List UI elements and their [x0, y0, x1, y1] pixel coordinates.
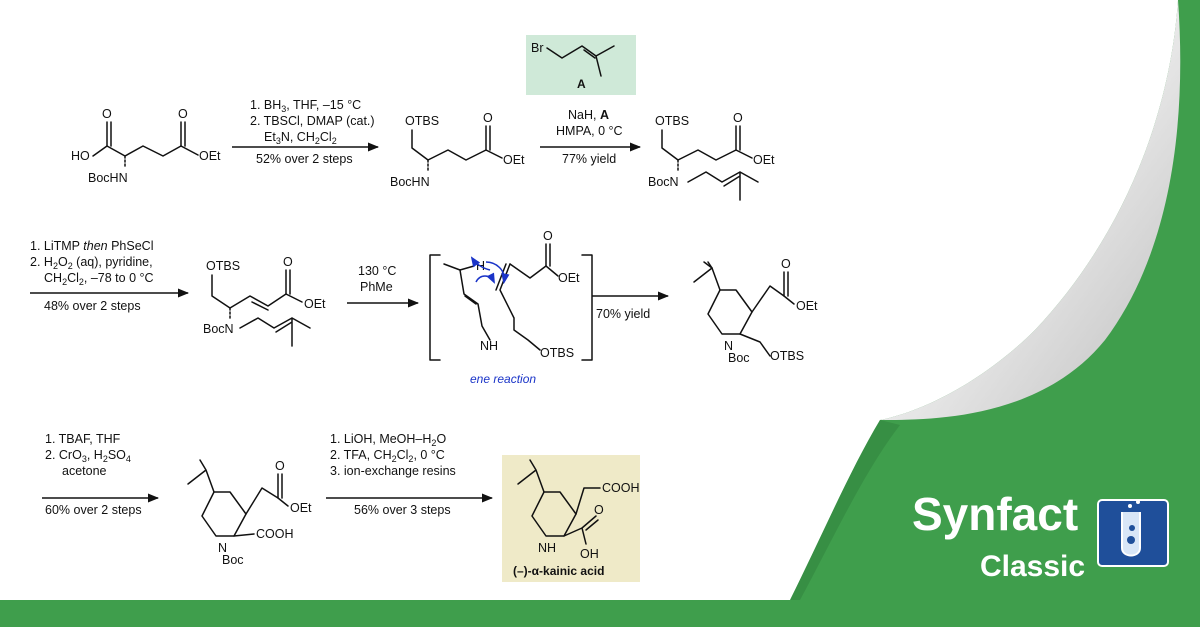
- svg-text:O: O: [483, 111, 493, 125]
- step6-conditions: 1. LiOH, MeOH–H2O 2. TFA, CH2Cl2, 0 °C 3…: [330, 432, 456, 478]
- svg-text:2. TFA, CH2Cl2, 0 °C: 2. TFA, CH2Cl2, 0 °C: [330, 448, 445, 464]
- cooh-label: COOH: [602, 481, 640, 495]
- n-label: N: [218, 541, 227, 555]
- step4-conditions: 130 °C PhMe: [358, 264, 396, 294]
- oet-label: OEt: [503, 153, 525, 167]
- transition-state: H O OEt NH OTBS ene reaction: [429, 229, 593, 386]
- step2-yield: 77% yield: [562, 152, 616, 166]
- intermediate-3: OTBS O OEt BocN: [203, 255, 326, 347]
- svg-text:HMPA, 0 °C: HMPA, 0 °C: [556, 124, 623, 138]
- intermediate-5: O OEt N Boc COOH: [187, 459, 312, 567]
- cooh-label: COOH: [256, 527, 294, 541]
- otbs-label: OTBS: [770, 349, 804, 363]
- svg-text:2. CrO3, H2SO4: 2. CrO3, H2SO4: [45, 448, 131, 464]
- step5-yield: 60% over 2 steps: [45, 503, 142, 517]
- oet-label: OEt: [304, 297, 326, 311]
- svg-text:CH2Cl2, –78 to 0 °C: CH2Cl2, –78 to 0 °C: [44, 271, 154, 287]
- oet-label: OEt: [199, 149, 221, 163]
- reagent-box: [526, 35, 636, 95]
- product-name: (–)-α-kainic acid: [513, 564, 604, 578]
- svg-text:BocN: BocN: [648, 175, 679, 189]
- svg-text:O: O: [102, 107, 112, 121]
- svg-text:1. BH3, THF, –15 °C: 1. BH3, THF, –15 °C: [250, 98, 361, 114]
- boc-label: Boc: [728, 351, 750, 365]
- svg-text:O: O: [733, 111, 743, 125]
- oet-label: OEt: [290, 501, 312, 515]
- svg-text:Et3N, CH2Cl2: Et3N, CH2Cl2: [264, 130, 337, 146]
- ene-reaction-label: ene reaction: [470, 372, 536, 386]
- svg-text:130 °C: 130 °C: [358, 264, 396, 278]
- oh-label: OH: [580, 547, 599, 561]
- n-label: N: [724, 339, 733, 353]
- svg-text:PhMe: PhMe: [360, 280, 393, 294]
- reagent-a-label: A: [577, 77, 586, 91]
- page-sheet: [0, 0, 1178, 600]
- svg-text:O: O: [178, 107, 188, 121]
- bromine-atom-label: Br: [531, 41, 544, 55]
- svg-text:O: O: [283, 255, 293, 269]
- svg-text:O: O: [594, 503, 604, 517]
- step1-conditions: 1. BH3, THF, –15 °C 2. TBSCl, DMAP (cat.…: [250, 98, 375, 146]
- reagent-a-structure: Br A: [531, 41, 615, 91]
- brand-subtitle: Classic: [980, 550, 1085, 583]
- svg-text:2. H2O2 (aq), pyridine,: 2. H2O2 (aq), pyridine,: [30, 255, 153, 271]
- step1-yield: 52% over 2 steps: [256, 152, 353, 166]
- bochn-label: BocHN: [88, 171, 128, 185]
- intermediate-2: OTBS O OEt BocN: [648, 111, 775, 201]
- otbs-label: OTBS: [540, 346, 574, 360]
- intermediate-1: OTBS O OEt BocHN: [390, 111, 525, 189]
- svg-text:NH: NH: [538, 541, 556, 555]
- svg-text:acetone: acetone: [62, 464, 107, 478]
- otbs-label: OTBS: [206, 259, 240, 273]
- svg-text:1. LiTMP then PhSeCl: 1. LiTMP then PhSeCl: [30, 239, 153, 253]
- page-curl-shadow: [790, 420, 900, 600]
- svg-text:3. ion-exchange resins: 3. ion-exchange resins: [330, 464, 456, 478]
- intermediate-4: O OEt N Boc OTBS: [693, 257, 818, 365]
- brand-title: Synfact: [912, 488, 1078, 540]
- otbs-label: OTBS: [405, 114, 439, 128]
- starting-material: HO O O OEt BocHN: [71, 107, 221, 185]
- svg-text:1. LiOH, MeOH–H2O: 1. LiOH, MeOH–H2O: [330, 432, 446, 448]
- kainic-acid-structure: COOH NH O OH (–)-α-kainic acid: [513, 459, 640, 578]
- step6-yield: 56% over 3 steps: [354, 503, 451, 517]
- oet-label: OEt: [796, 299, 818, 313]
- step3-yield: 48% over 2 steps: [44, 299, 141, 313]
- svg-text:NaH, A: NaH, A: [568, 108, 609, 122]
- step5-conditions: 1. TBAF, THF 2. CrO3, H2SO4 acetone: [45, 432, 131, 478]
- svg-text:1. TBAF, THF: 1. TBAF, THF: [45, 432, 121, 446]
- test-tube-icon: [1121, 512, 1141, 557]
- synfact-logo: Synfact Classic: [912, 488, 1169, 583]
- svg-text:NH: NH: [480, 339, 498, 353]
- step4-yield: 70% yield: [596, 307, 650, 321]
- boc-label: Boc: [222, 553, 244, 567]
- svg-text:O: O: [781, 257, 791, 271]
- step2-conditions: NaH, A HMPA, 0 °C: [556, 108, 623, 138]
- product-box: [502, 455, 640, 582]
- svg-text:BocN: BocN: [203, 322, 234, 336]
- svg-text:O: O: [275, 459, 285, 473]
- page-curl: [880, 0, 1181, 420]
- bochn-label: BocHN: [390, 175, 430, 189]
- ho-label: HO: [71, 149, 90, 163]
- otbs-label: OTBS: [655, 114, 689, 128]
- svg-text:O: O: [543, 229, 553, 243]
- step3-conditions: 1. LiTMP then PhSeCl 2. H2O2 (aq), pyrid…: [30, 239, 154, 287]
- svg-text:2. TBSCl, DMAP (cat.): 2. TBSCl, DMAP (cat.): [250, 114, 375, 128]
- oet-label: OEt: [558, 271, 580, 285]
- oet-label: OEt: [753, 153, 775, 167]
